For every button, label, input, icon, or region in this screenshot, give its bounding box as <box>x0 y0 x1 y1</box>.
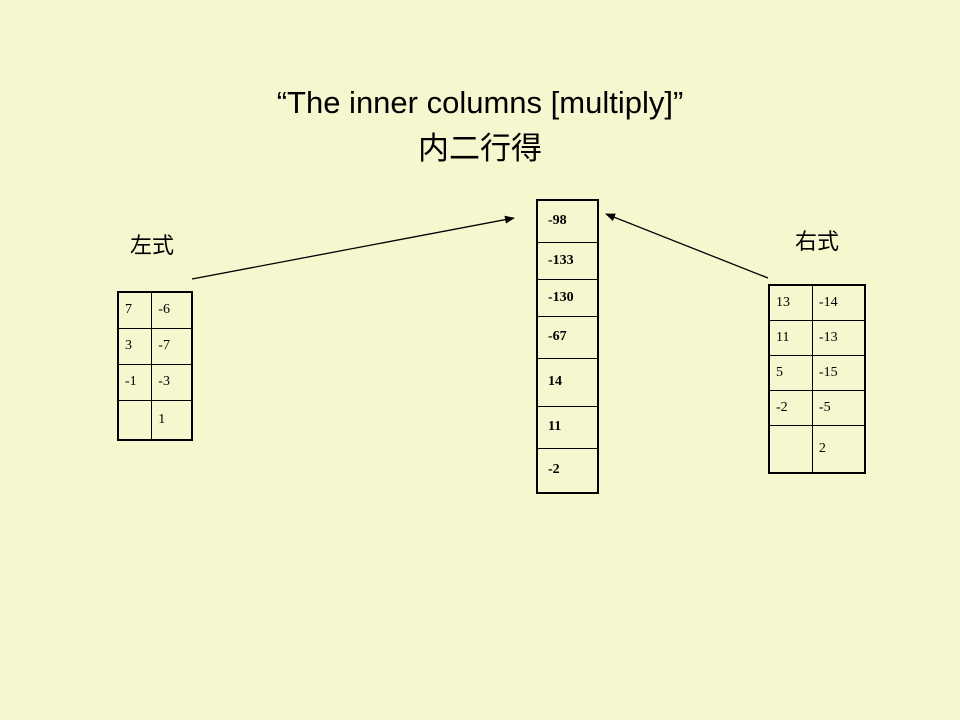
table-cell: -98 <box>536 199 599 243</box>
right-expression-label: 右式 <box>795 230 840 255</box>
right-arrow <box>605 213 769 279</box>
table-cell: 5 <box>768 354 813 391</box>
table-cell: -3 <box>151 363 193 401</box>
table-row: 2 <box>768 424 866 474</box>
table-row: -133 <box>536 241 599 280</box>
table-cell: 2 <box>811 424 866 474</box>
table-cell: 7 <box>117 291 153 329</box>
table-cell: -67 <box>536 315 599 359</box>
table-cell: 3 <box>117 327 153 365</box>
table-row: -2 <box>536 447 599 494</box>
table-row: 7-6 <box>117 291 193 329</box>
table-row: -98 <box>536 199 599 243</box>
table-cell: 14 <box>536 357 599 407</box>
table-cell: -133 <box>536 241 599 280</box>
left-arrow <box>191 215 515 280</box>
table-row: 11-13 <box>768 319 866 356</box>
table-cell: -15 <box>811 354 866 391</box>
table-cell: 11 <box>768 319 813 356</box>
table-cell: 13 <box>768 284 813 321</box>
table-row: 3-7 <box>117 327 193 365</box>
table-row: 5-15 <box>768 354 866 391</box>
slide-title: “The inner columns [multiply]” 内二行得 <box>0 80 960 172</box>
table-row: 1 <box>117 399 193 441</box>
table-cell: -1 <box>117 363 153 401</box>
table-cell: 1 <box>151 399 193 441</box>
table-cell: 11 <box>536 405 599 449</box>
table-cell <box>768 424 813 474</box>
table-cell: -5 <box>811 389 866 426</box>
table-row: 14 <box>536 357 599 407</box>
title-line-2: 内二行得 <box>418 131 542 166</box>
table-row: 13-14 <box>768 284 866 321</box>
table-row: -2-5 <box>768 389 866 426</box>
table-cell: -2 <box>768 389 813 426</box>
table-cell: -7 <box>151 327 193 365</box>
table-cell: -130 <box>536 278 599 317</box>
table-cell: -6 <box>151 291 193 329</box>
table-cell <box>117 399 153 441</box>
table-cell: -13 <box>811 319 866 356</box>
table-cell: -2 <box>536 447 599 494</box>
table-row: -1-3 <box>117 363 193 401</box>
table-row: 11 <box>536 405 599 449</box>
title-line-1: “The inner columns [multiply]” <box>276 85 684 120</box>
table-cell: -14 <box>811 284 866 321</box>
left-expression-label: 左式 <box>130 234 175 259</box>
table-row: -67 <box>536 315 599 359</box>
table-row: -130 <box>536 278 599 317</box>
